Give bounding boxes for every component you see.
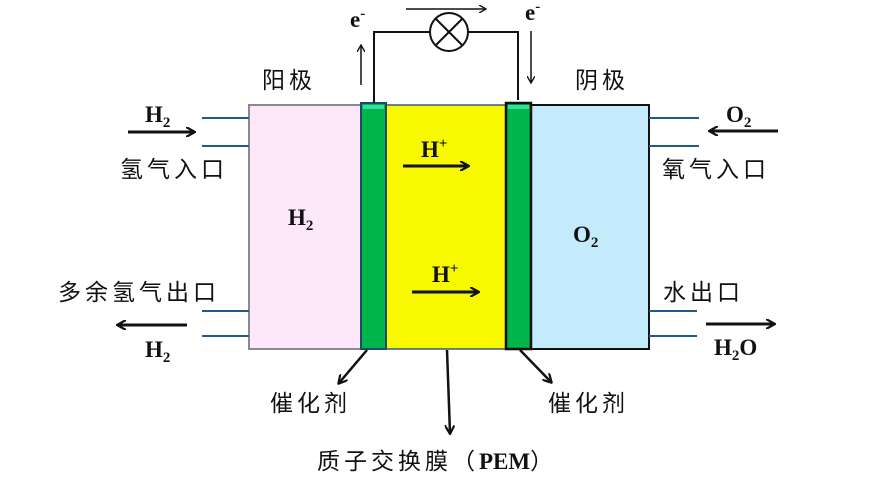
catalyst-left xyxy=(360,102,387,350)
oxygen-inlet-label: 氧气入口 xyxy=(662,157,770,183)
catalyst-left-pointer xyxy=(339,349,368,383)
cathode-label: 阴极 xyxy=(575,68,629,94)
catalyst-right xyxy=(504,101,533,351)
catalyst-right-label: 催化剂 xyxy=(548,391,629,417)
membrane xyxy=(385,104,507,350)
h2-outlet-formula: H2 xyxy=(145,337,170,366)
membrane-pointer xyxy=(447,349,450,433)
anode-pipes xyxy=(202,117,249,337)
cathode-chamber-gas: O2 xyxy=(573,222,598,251)
pem-label: 质子交换膜（PEM） xyxy=(317,449,557,475)
anode-label: 阳极 xyxy=(262,68,316,94)
catalyst-left-label: 催化剂 xyxy=(270,391,351,417)
h2-inlet-formula: H2 xyxy=(145,102,170,131)
electron-label-right: e- xyxy=(525,0,540,25)
proton-label-bottom: H+ xyxy=(432,261,458,287)
cathode-chamber xyxy=(530,104,650,350)
proton-label-top: H+ xyxy=(421,136,447,162)
excess-hydrogen-outlet-label: 多余氢气出口 xyxy=(58,280,220,306)
catalyst-right-pointer xyxy=(519,349,551,382)
water-outlet-label: 水出口 xyxy=(663,280,744,306)
anode-chamber xyxy=(248,104,362,350)
electron-label-left: e- xyxy=(350,6,365,32)
external-circuit xyxy=(361,9,531,103)
anode-chamber-gas: H2 xyxy=(288,205,313,234)
hydrogen-inlet-label: 氢气入口 xyxy=(120,157,228,183)
h2o-outlet-formula: H2O xyxy=(714,335,757,364)
lamp-icon xyxy=(429,12,469,52)
o2-inlet-formula: O2 xyxy=(726,102,751,131)
cathode-pipes xyxy=(649,117,699,337)
